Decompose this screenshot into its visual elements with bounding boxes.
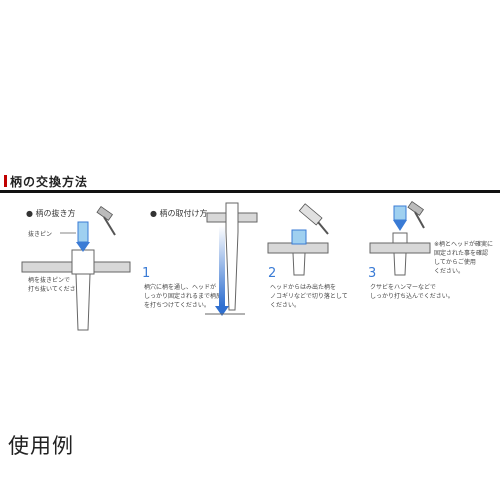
wedge-icon (393, 205, 407, 221)
pin-label: 抜きピン (28, 231, 53, 238)
removal-illustration (21, 205, 131, 331)
step-1-arrow-shaft (219, 226, 225, 306)
usage-example-label: 使用例 (8, 434, 74, 458)
step-1-text: 柄穴に柄を通し、ヘッドが しっかり固定されるまで柄尻 を打ちつけてください。 (144, 284, 223, 309)
step-1-illustration (205, 202, 258, 316)
step-2-illustration (267, 203, 329, 276)
step-1-handle (225, 202, 239, 311)
removal-heading: ● 柄の抜き方 (26, 208, 76, 219)
pin-icon (77, 221, 89, 243)
removal-heading-text: 柄の抜き方 (35, 209, 76, 218)
removal-handle-top (71, 249, 95, 275)
step-3-hammer-icon (407, 200, 425, 229)
wedge-arrow-icon (393, 220, 407, 231)
step-3-number: 3 (368, 266, 377, 281)
attach-heading-text: 柄の取付け方 (159, 209, 208, 218)
title-accent-mark (4, 175, 7, 187)
step-3-text: クサビをハンマーなどで しっかり打ち込んでください。 (370, 284, 454, 300)
title-divider (0, 190, 500, 193)
hammer-icon (96, 205, 116, 236)
saw-icon (298, 203, 329, 235)
step-2-number: 2 (268, 266, 277, 281)
attach-heading: ● 柄の取付け方 (150, 208, 208, 219)
step-3-head (369, 242, 431, 254)
attach-bullet: ● (150, 209, 157, 218)
caution-note: ※柄とヘッドが確実に 固定された事を確認 してからご使用 ください。 (434, 241, 494, 275)
step-3-illustration (369, 200, 431, 276)
step-1-arrow-head-icon (215, 306, 229, 316)
step-1-number: 1 (142, 266, 151, 281)
step-3-handle-top (392, 232, 408, 244)
pin-arrow-icon (76, 242, 90, 252)
step-2-protrusion (291, 229, 307, 245)
page-title: 柄の交換方法 (10, 175, 89, 189)
step-2-handle (292, 252, 306, 276)
removal-instruction: 柄を抜きピンで 打ち抜いてください。 (28, 277, 88, 293)
step-3-handle (393, 252, 407, 276)
removal-handle (75, 273, 91, 331)
step-2-text: ヘッドからはみ出た柄を ノコギリなどで切り落として ください。 (270, 284, 348, 309)
removal-bullet: ● (26, 209, 33, 218)
